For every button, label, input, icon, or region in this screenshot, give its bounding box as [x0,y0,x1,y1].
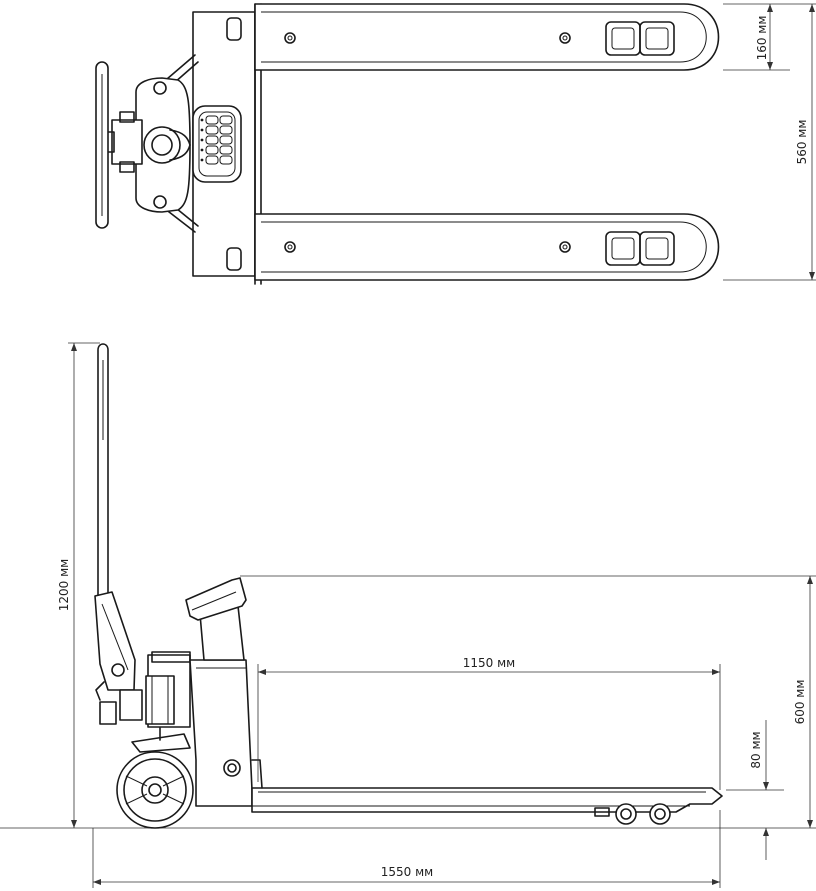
fork-top-bolt-1 [284,32,296,44]
dimension-label-handle-height: 1200 мм [57,559,71,611]
pump-cylinder [143,126,181,164]
release-lever [99,701,117,725]
dimension-label-lowered-height: 80 мм [749,731,763,768]
fork-top-bolt-2 [559,32,571,44]
fork-top-inner [261,11,707,63]
load-roller-1 [615,803,637,825]
pump-cylinder-side [145,675,175,725]
fork-top [254,3,720,71]
dimension-label-overall-length: 1550 мм [381,865,433,879]
dimension-overall-length: 1550 мм [92,810,721,888]
chassis-bolt-side [223,759,241,777]
chassis-slot-bottom [226,247,242,271]
steer-wheel-hub [141,776,169,804]
pump-valve-block [111,119,143,165]
side-view [0,343,816,829]
handle-pivot [111,663,125,677]
top-view [95,3,720,285]
dimension-fork-width: 160 мм [723,3,790,71]
display-buttons [200,115,233,165]
display-head-side [185,577,247,621]
release-lever-block [119,689,143,721]
dimension-overall-width: 560 мм [723,3,816,281]
load-roller-2 [649,803,671,825]
dimension-label-scale-height: 600 мм [793,680,807,725]
fork-bottom-bolt-1 [284,241,296,253]
dimension-label-overall-width: 560 мм [795,120,809,165]
fork-bottom-roller-2 [639,231,675,266]
pump-bolt-bottom [153,195,167,209]
handle-shaft [97,343,109,601]
fork-top-roller-2 [639,21,675,56]
fork-bottom-inner [261,221,707,273]
dimension-lowered-height: 80 мм [726,720,784,860]
steer-wheel [116,751,194,829]
dimension-label-fork-length: 1150 мм [463,656,515,670]
wheel-bracket [131,733,191,753]
fork-bottom-bolt-2 [559,241,571,253]
chassis-body-side [189,659,253,807]
dimension-scale-height: 600 мм [240,575,816,828]
fork-bottom [254,213,720,281]
pump-bolt-top [153,81,167,95]
dimension-label-fork-width: 160 мм [755,16,769,61]
chassis-slot-top [226,17,242,41]
dimension-handle-height: 1200 мм [57,342,100,828]
dimension-fork-length: 1150 мм [257,656,721,790]
